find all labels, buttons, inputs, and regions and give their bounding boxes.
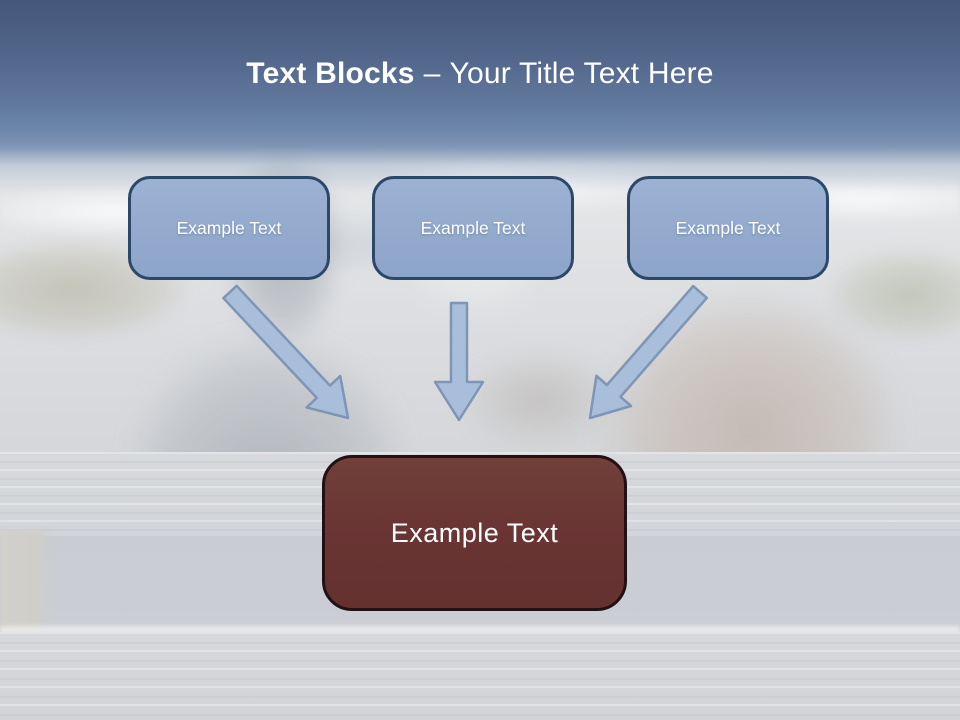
photo-fence-rail-bottom <box>0 632 960 720</box>
result-block-label: Example Text <box>390 517 559 548</box>
slide-title: Text Blocks–Your Title Text Here <box>0 56 960 92</box>
title-bold-segment: Text Blocks <box>246 57 415 90</box>
text-block-1[interactable]: Example Text <box>128 176 330 280</box>
text-block-3-label: Example Text <box>675 217 781 238</box>
result-block[interactable]: Example Text <box>322 455 627 611</box>
arrow-down-left-icon[interactable] <box>588 284 709 420</box>
text-block-2[interactable]: Example Text <box>372 176 574 280</box>
text-block-2-label: Example Text <box>420 217 526 238</box>
text-block-1-label: Example Text <box>176 217 282 238</box>
arrow-down-right-icon[interactable] <box>222 284 350 420</box>
title-separator: – <box>423 57 441 90</box>
header-gradient <box>0 0 960 192</box>
photo-fence-post <box>0 530 52 642</box>
text-block-3[interactable]: Example Text <box>627 176 829 280</box>
arrow-down-icon[interactable] <box>433 301 485 422</box>
photo-trees-right <box>810 245 960 355</box>
photo-fence-rail-highlight <box>0 626 960 634</box>
title-regular-segment: Your Title Text Here <box>449 57 714 90</box>
